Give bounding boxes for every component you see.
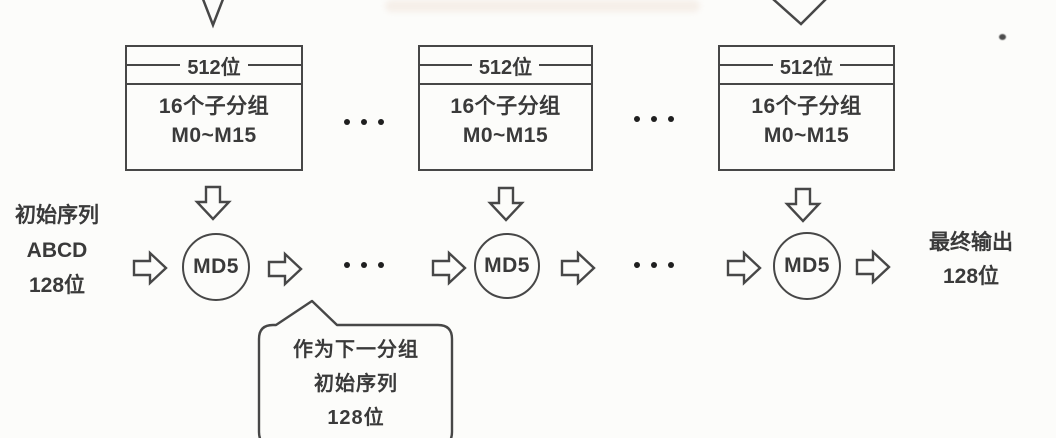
block-body: 16个子分组 M0~M15 bbox=[720, 85, 893, 150]
initial-sequence-line3: 128位 bbox=[28, 274, 86, 297]
cursor-dot-artifact bbox=[999, 34, 1006, 40]
callout-line1: 作为下一分组 bbox=[293, 339, 419, 361]
final-output-line1: 最终输出 bbox=[929, 231, 1013, 254]
block-down-arrow-icon bbox=[194, 185, 232, 221]
block-down-arrow-icon bbox=[487, 186, 525, 222]
final-output-label: 最终输出 128位 bbox=[915, 226, 1027, 294]
md5-label: MD5 bbox=[484, 254, 530, 277]
callout-line3: 128位 bbox=[327, 407, 385, 429]
block-width-header: 512位 bbox=[420, 47, 591, 85]
block-width-label: 512位 bbox=[187, 56, 241, 79]
block-right-arrow-icon bbox=[560, 250, 596, 286]
block-range-label: M0~M15 bbox=[763, 124, 850, 147]
block-right-arrow-icon bbox=[132, 250, 168, 286]
dimension-line bbox=[247, 64, 301, 66]
md5-node-2: MD5 bbox=[474, 233, 540, 299]
dimension-line bbox=[720, 64, 773, 66]
dimension-line bbox=[539, 64, 591, 66]
block-width-label: 512位 bbox=[478, 56, 533, 79]
block-subgroups-label: 16个子分组 bbox=[751, 95, 862, 118]
block-right-arrow-icon bbox=[726, 250, 762, 286]
top-smear-artifact bbox=[385, 0, 700, 12]
initial-sequence-line2: ABCD bbox=[26, 239, 88, 262]
ellipsis-icon bbox=[344, 262, 384, 268]
dimension-line bbox=[420, 64, 472, 66]
block-right-arrow-icon bbox=[267, 251, 303, 287]
md5-node-3: MD5 bbox=[773, 232, 841, 300]
md5-label: MD5 bbox=[193, 255, 239, 278]
ellipsis-icon bbox=[634, 116, 674, 122]
block-down-arrow-icon bbox=[784, 187, 822, 223]
dimension-line bbox=[127, 64, 181, 66]
md5-node-1: MD5 bbox=[182, 233, 250, 301]
message-block-1: 512位 16个子分组 M0~M15 bbox=[125, 45, 303, 171]
initial-sequence-line1: 初始序列 bbox=[15, 204, 99, 227]
ellipsis-icon bbox=[634, 262, 674, 268]
final-output-line2: 128位 bbox=[942, 265, 1000, 288]
initial-sequence-label: 初始序列 ABCD 128位 bbox=[4, 198, 110, 303]
dimension-line bbox=[840, 64, 893, 66]
block-subgroups-label: 16个子分组 bbox=[450, 95, 561, 118]
block-right-arrow-icon bbox=[855, 249, 891, 285]
md5-label: MD5 bbox=[784, 254, 830, 277]
message-block-2: 512位 16个子分组 M0~M15 bbox=[418, 45, 593, 171]
block-body: 16个子分组 M0~M15 bbox=[420, 85, 591, 150]
block-right-arrow-icon bbox=[431, 250, 467, 286]
callout-line2: 初始序列 bbox=[314, 373, 398, 395]
block-range-label: M0~M15 bbox=[462, 124, 549, 147]
block-range-label: M0~M15 bbox=[171, 124, 257, 147]
message-block-3: 512位 16个子分组 M0~M15 bbox=[718, 45, 895, 171]
callout-text: 作为下一分组 初始序列 128位 bbox=[262, 333, 450, 435]
down-chevron-icon bbox=[772, 0, 827, 26]
block-width-label: 512位 bbox=[779, 56, 834, 79]
down-chevron-icon bbox=[201, 0, 225, 29]
block-width-header: 512位 bbox=[127, 47, 301, 85]
block-subgroups-label: 16个子分组 bbox=[158, 95, 270, 118]
ellipsis-icon bbox=[344, 119, 384, 125]
block-body: 16个子分组 M0~M15 bbox=[127, 85, 301, 150]
block-width-header: 512位 bbox=[720, 47, 893, 85]
